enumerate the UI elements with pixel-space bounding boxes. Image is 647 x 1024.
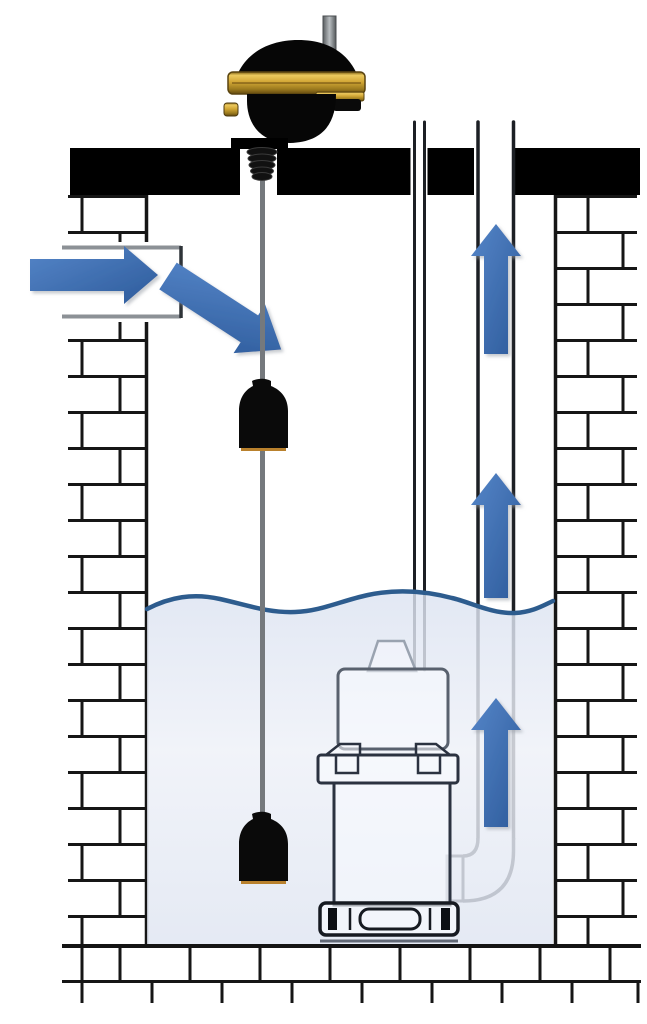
- pump-motor-housing: [336, 667, 450, 751]
- floor-brick-joints-row1: [80, 948, 612, 980]
- inflow-arrow-horizontal: [30, 246, 158, 304]
- discharge-arrow-in-water: [471, 698, 521, 827]
- switch-head-foot: [333, 99, 361, 111]
- upper-float-body: [239, 378, 288, 448]
- pump-flange-notch-left: [334, 753, 360, 775]
- float-switch-assembly: [223, 15, 366, 884]
- brick-pit-right-wall: [555, 195, 637, 945]
- switch-brass-nub: [223, 102, 239, 117]
- pump-flange: [316, 742, 460, 785]
- pump-base-pad-right: [441, 908, 450, 930]
- lower-float: [239, 811, 288, 884]
- submersible-pump: [316, 639, 460, 943]
- floor-brick-joints-row2: [80, 983, 640, 1003]
- pit-floor-bricks: [62, 948, 641, 1003]
- float-switch-head: [223, 15, 366, 181]
- switch-head-lower-body: [247, 94, 336, 143]
- discharge-arrow-middle: [471, 473, 521, 598]
- pump-base-pad-left: [328, 908, 337, 930]
- pump-flange-notch-right: [416, 753, 442, 775]
- pump-flange-band: [316, 753, 460, 785]
- lid-slab: [70, 148, 640, 195]
- pit-cover-lid: [70, 147, 640, 196]
- upper-float: [239, 378, 288, 451]
- pump-base: [318, 901, 460, 943]
- switch-mount-flange: [231, 138, 288, 149]
- discharge-arrows: [471, 224, 521, 827]
- lid-gap-discharge-pipe: [474, 147, 515, 196]
- cable-conduit: [413, 120, 426, 672]
- pump-base-slot: [358, 907, 422, 931]
- pump-base-ribs: [348, 908, 432, 930]
- float-cable: [260, 175, 265, 818]
- discharge-arrow-top: [471, 224, 521, 354]
- switch-bellows: [246, 147, 278, 181]
- pump-base-frame: [318, 901, 460, 937]
- pump-body: [332, 781, 452, 907]
- inflow-arrow-diagonal: [159, 262, 282, 354]
- inflow-arrows: [30, 246, 282, 354]
